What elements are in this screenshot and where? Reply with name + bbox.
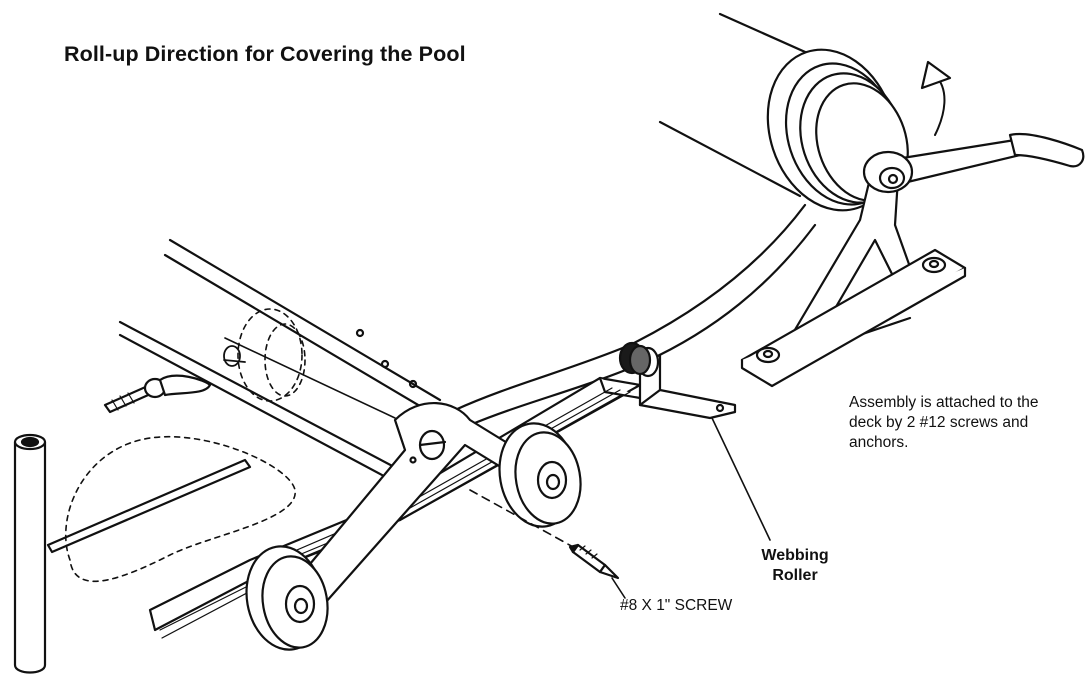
webbing-roller [618,341,660,378]
pole [13,433,47,674]
assembly-note-line-1: Assembly is attached to the [849,394,1039,411]
screw-icon [568,543,620,580]
crank-handle [862,132,1085,194]
reel-stand [740,168,967,388]
assembly-note-line-3: anchors. [849,434,909,451]
cover-rope [46,435,296,583]
wheel-arm [278,402,537,622]
page-title: Roll-up Direction for Covering the Pool [64,42,466,66]
screw-guide-dashed [469,489,576,549]
assembly-note: Assembly is attached to the deck by 2 #1… [849,393,1086,453]
screw-leader [611,577,626,599]
webbing-roller-leader [711,417,771,541]
rear-wheel [245,545,329,651]
webbing-roller-bracket [638,353,737,420]
screw-label: #8 X 1" SCREW [620,597,733,614]
rotation-arrow-icon [920,60,952,136]
webbing-roller-label-line-1: Webbing [761,547,829,564]
eye-hook [223,345,246,367]
assembly-note-line-2: deck by 2 #12 screws and [849,414,1029,431]
cover-webbing [453,203,817,427]
snap-clip [103,374,212,414]
front-wheel [498,422,582,528]
webbing-roller-label-line-2: Roller [772,567,818,584]
track-rail [118,238,442,484]
webbing-roller-label: Webbing Roller [740,546,850,586]
rope-loop-dashed [237,308,306,402]
